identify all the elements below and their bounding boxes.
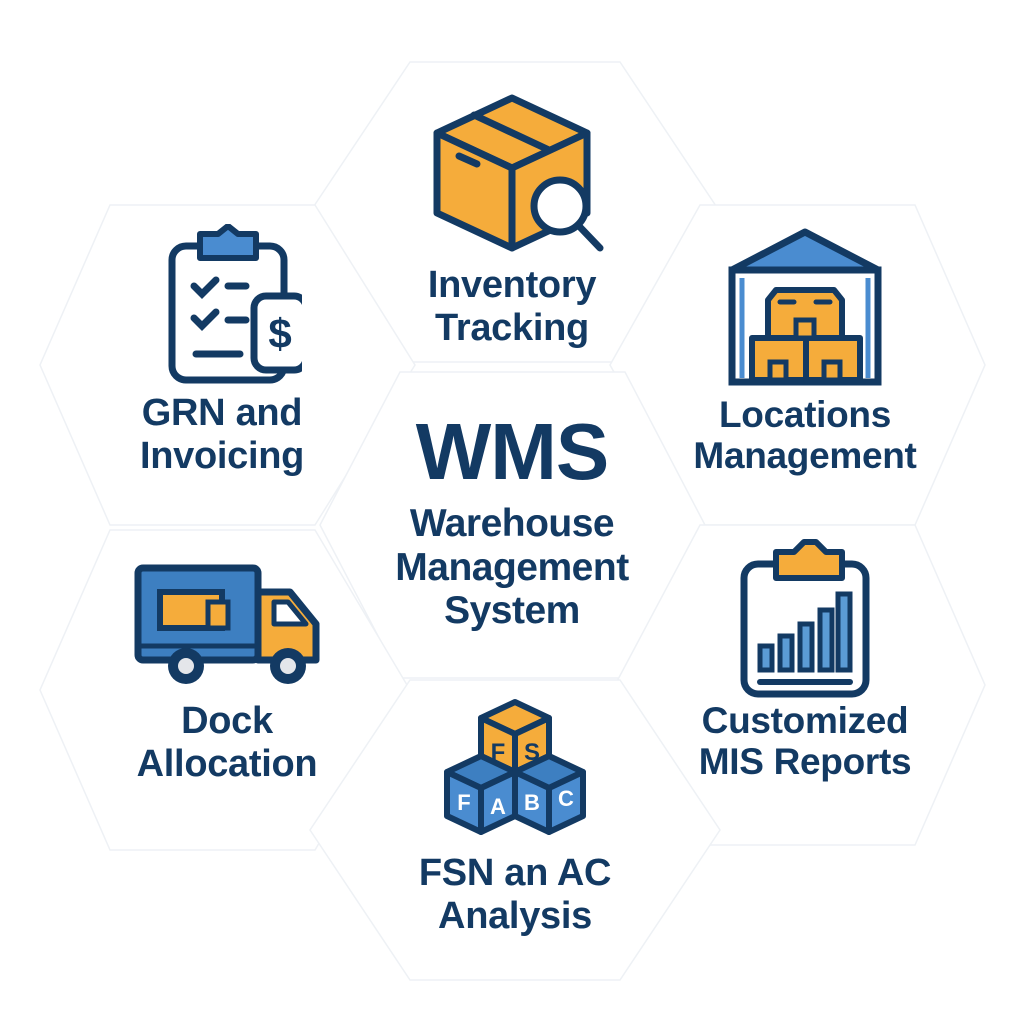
feature-fsn-analysis: F S F A B C FSN an AC Analysis <box>385 698 645 937</box>
feature-locations-management: Locations Management <box>680 228 930 477</box>
feature-grn-invoicing: $ GRN and Invoicing <box>112 224 332 477</box>
delivery-truck-icon <box>134 564 320 684</box>
cube-letter: C <box>558 786 574 811</box>
wms-subtitle: Warehouse Management System <box>395 502 629 633</box>
feature-label: GRN and Invoicing <box>139 392 305 477</box>
letter-cubes-icon: F S F A B C <box>444 699 586 835</box>
feature-dock-allocation: Dock Allocation <box>112 562 342 785</box>
cube-letter: S <box>524 739 540 766</box>
feature-label: Customized MIS Reports <box>698 700 912 783</box>
feature-label: Inventory Tracking <box>427 264 597 349</box>
feature-label: Dock Allocation <box>136 700 318 785</box>
svg-text:$: $ <box>268 310 291 357</box>
cube-letter: B <box>524 790 540 815</box>
cube-letter: F <box>457 790 470 815</box>
center-wms-title: WMS Warehouse Management System <box>378 412 646 633</box>
clipboard-invoice-icon: $ <box>168 224 302 384</box>
clipboard-bar-chart-icon <box>740 539 870 698</box>
feature-inventory-tracking: Inventory Tracking <box>402 88 622 349</box>
feature-label: FSN an AC Analysis <box>418 852 612 937</box>
feature-mis-reports: Customized MIS Reports <box>670 538 940 783</box>
warehouse-boxes-icon <box>728 228 882 386</box>
feature-label: Locations Management <box>693 394 917 477</box>
cube-letter: A <box>490 794 506 819</box>
wms-heading: WMS <box>415 407 610 496</box>
cube-letter: F <box>491 739 506 766</box>
box-magnifier-icon <box>433 94 604 252</box>
